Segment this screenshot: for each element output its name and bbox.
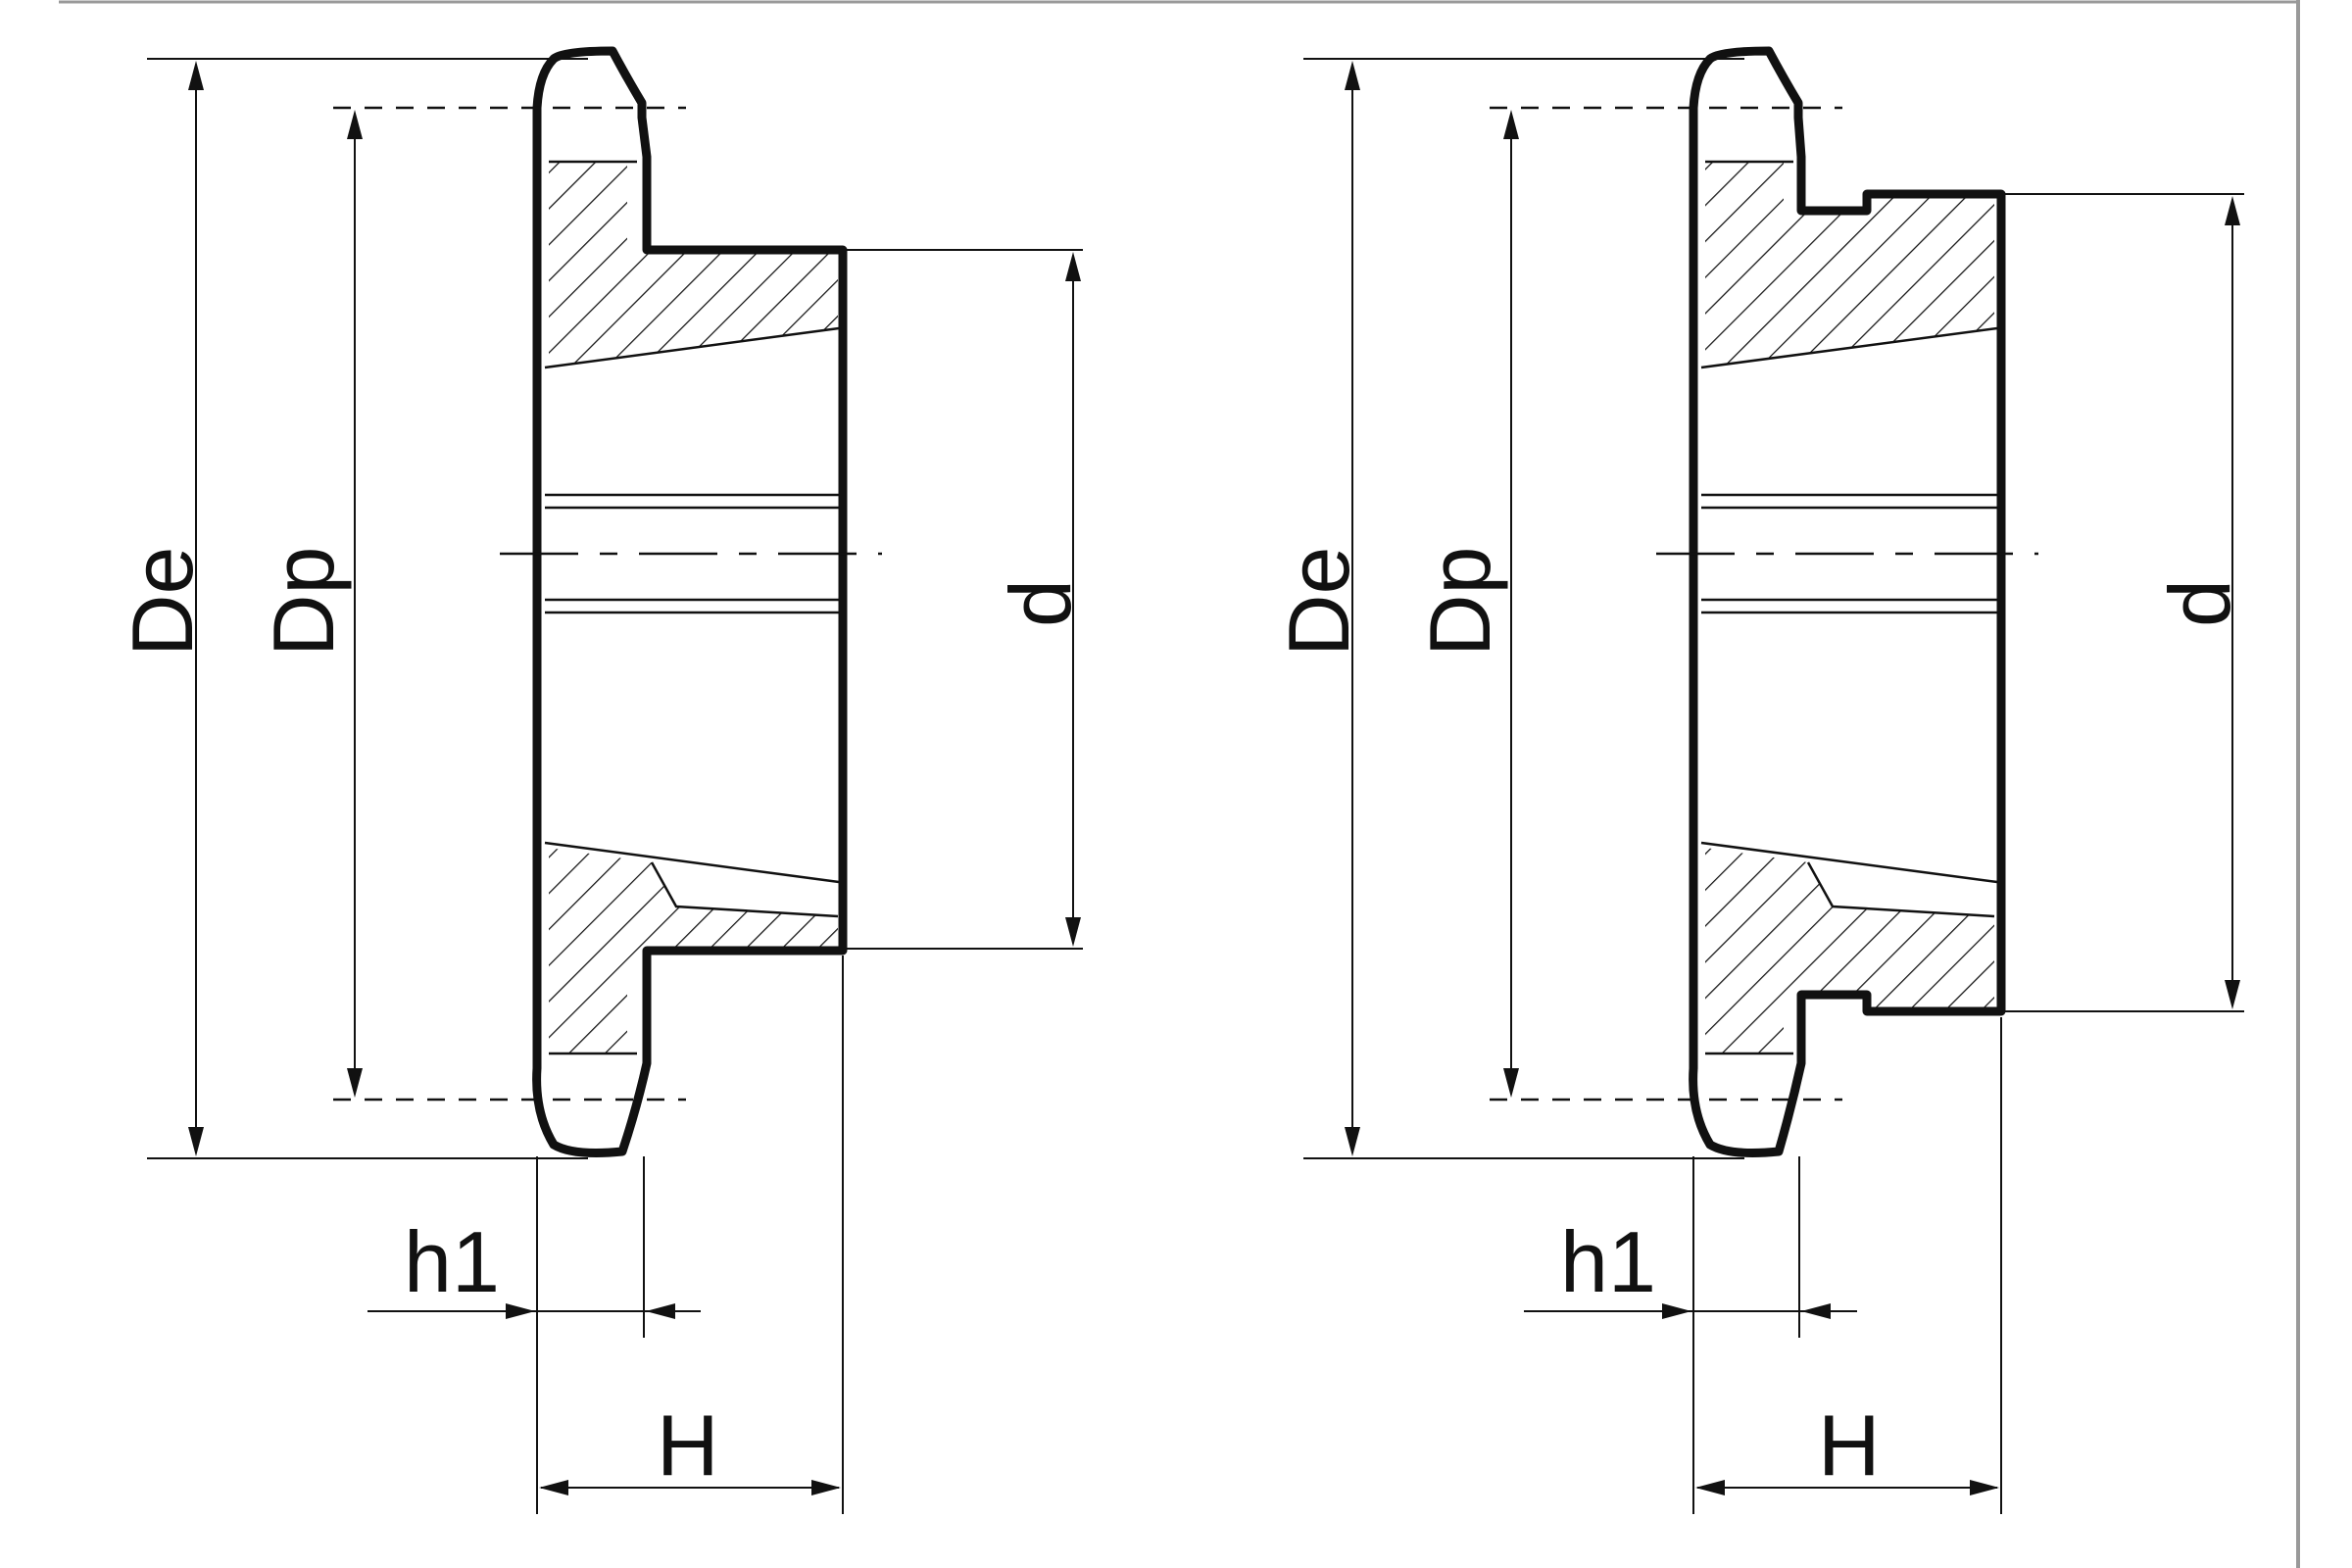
right-chamfer-detail — [1806, 861, 1995, 918]
sprocket-left: De Dp d h1 H — [114, 46, 1089, 1514]
right-H-arrow-left — [1695, 1480, 1725, 1495]
left-bore-taper-top — [544, 326, 840, 369]
right-de-arrow-top — [1345, 61, 1360, 90]
left-d-arrow-top — [1065, 252, 1081, 281]
right-profile-outline — [1689, 46, 2006, 1157]
left-h1-arrow-right — [646, 1303, 675, 1319]
right-bore-taper-top — [1700, 326, 1998, 369]
right-h1-arrow-left — [1662, 1303, 1691, 1319]
left-chamfer-detail — [650, 861, 839, 918]
left-bore-taper-bottom — [544, 841, 840, 884]
right-label-d: d — [2151, 579, 2248, 627]
left-label-dp: Dp — [255, 547, 352, 658]
left-profile-outline — [532, 46, 848, 1157]
left-section-top — [549, 162, 838, 368]
right-de-arrow-bottom — [1345, 1127, 1360, 1156]
left-label-de: De — [114, 547, 211, 658]
right-label-h1: h1 — [1560, 1213, 1656, 1310]
right-dp-arrow-top — [1503, 110, 1519, 139]
left-label-h1: h1 — [404, 1213, 500, 1310]
right-section-bottom — [1705, 848, 1994, 1054]
left-h1-arrow-left — [506, 1303, 535, 1319]
right-label-de: De — [1270, 547, 1367, 658]
left-de-arrow-bottom — [188, 1127, 204, 1156]
left-dp-arrow-top — [347, 110, 363, 139]
left-H-arrow-left — [539, 1480, 568, 1495]
sprocket-right: De Dp d h1 H — [1270, 46, 2248, 1514]
left-H-arrow-right — [811, 1480, 841, 1495]
left-de-arrow-top — [188, 61, 204, 90]
left-dp-arrow-bottom — [347, 1068, 363, 1098]
right-section-top — [1705, 162, 1994, 368]
left-label-d: d — [992, 579, 1089, 627]
left-label-H: H — [657, 1396, 719, 1494]
right-d-arrow-top — [2225, 196, 2240, 225]
left-d-arrow-bottom — [1065, 917, 1081, 947]
right-h1-arrow-right — [1801, 1303, 1831, 1319]
right-label-dp: Dp — [1411, 547, 1508, 658]
right-d-arrow-bottom — [2225, 980, 2240, 1009]
right-dp-arrow-bottom — [1503, 1068, 1519, 1098]
right-label-H: H — [1818, 1396, 1881, 1494]
right-bore-taper-bottom — [1700, 841, 1998, 884]
right-H-arrow-right — [1970, 1480, 1999, 1495]
